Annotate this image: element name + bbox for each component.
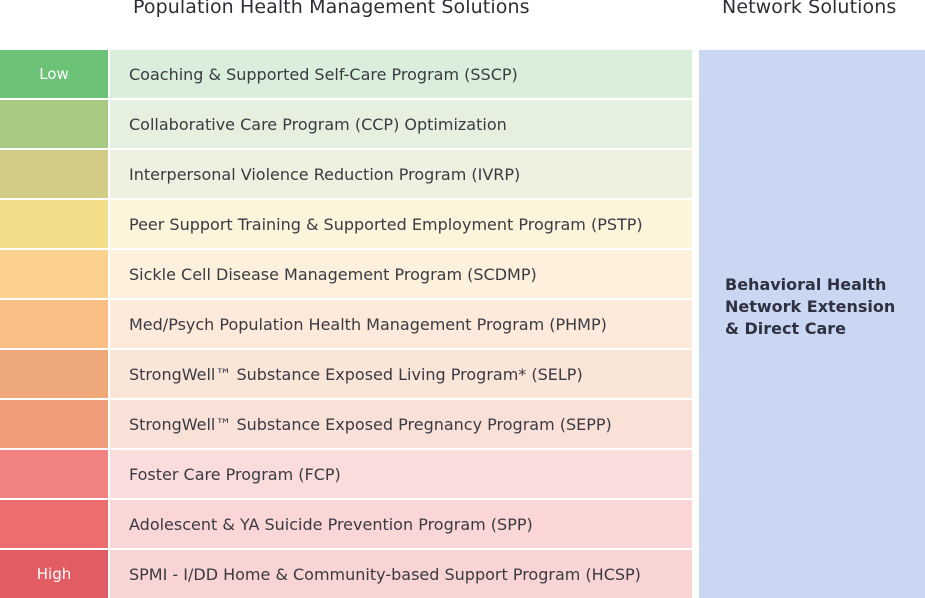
program-row: Adolescent & YA Suicide Prevention Progr… <box>0 500 692 548</box>
program-row: Med/Psych Population Health Management P… <box>0 300 692 348</box>
network-solutions-label: Behavioral Health Network Extension & Di… <box>725 275 896 338</box>
program-label: SPMI - I/DD Home & Community-based Suppo… <box>110 550 692 598</box>
program-label: Coaching & Supported Self-Care Program (… <box>110 50 692 98</box>
program-label: Peer Support Training & Supported Employ… <box>110 200 692 248</box>
program-row: Peer Support Training & Supported Employ… <box>0 200 692 248</box>
program-label: Interpersonal Violence Reduction Program… <box>110 150 692 198</box>
program-label: StrongWell™ Substance Exposed Pregnancy … <box>110 400 692 448</box>
population-health-header: Population Health Management Solutions <box>133 0 530 18</box>
program-label: Collaborative Care Program (CCP) Optimiz… <box>110 100 692 148</box>
severity-level-cell <box>0 200 108 248</box>
severity-level-cell <box>0 500 108 548</box>
network-solutions-header: Network Solutions <box>722 0 897 18</box>
severity-level-cell <box>0 250 108 298</box>
severity-level-cell <box>0 350 108 398</box>
program-row: StrongWell™ Substance Exposed Pregnancy … <box>0 400 692 448</box>
program-label: Adolescent & YA Suicide Prevention Progr… <box>110 500 692 548</box>
program-row: Sickle Cell Disease Management Program (… <box>0 250 692 298</box>
severity-level-cell <box>0 450 108 498</box>
severity-level-cell <box>0 400 108 448</box>
severity-level-cell: Low <box>0 50 108 98</box>
severity-level-cell <box>0 150 108 198</box>
program-row: StrongWell™ Substance Exposed Living Pro… <box>0 350 692 398</box>
program-row: Foster Care Program (FCP) <box>0 450 692 498</box>
program-label: Foster Care Program (FCP) <box>110 450 692 498</box>
program-row: Collaborative Care Program (CCP) Optimiz… <box>0 100 692 148</box>
program-label: Med/Psych Population Health Management P… <box>110 300 692 348</box>
program-row: Interpersonal Violence Reduction Program… <box>0 150 692 198</box>
severity-level-cell <box>0 300 108 348</box>
network-solutions-panel: Behavioral Health Network Extension & Di… <box>699 50 925 598</box>
severity-level-cell: High <box>0 550 108 598</box>
program-label: StrongWell™ Substance Exposed Living Pro… <box>110 350 692 398</box>
program-label: Sickle Cell Disease Management Program (… <box>110 250 692 298</box>
severity-level-cell <box>0 100 108 148</box>
